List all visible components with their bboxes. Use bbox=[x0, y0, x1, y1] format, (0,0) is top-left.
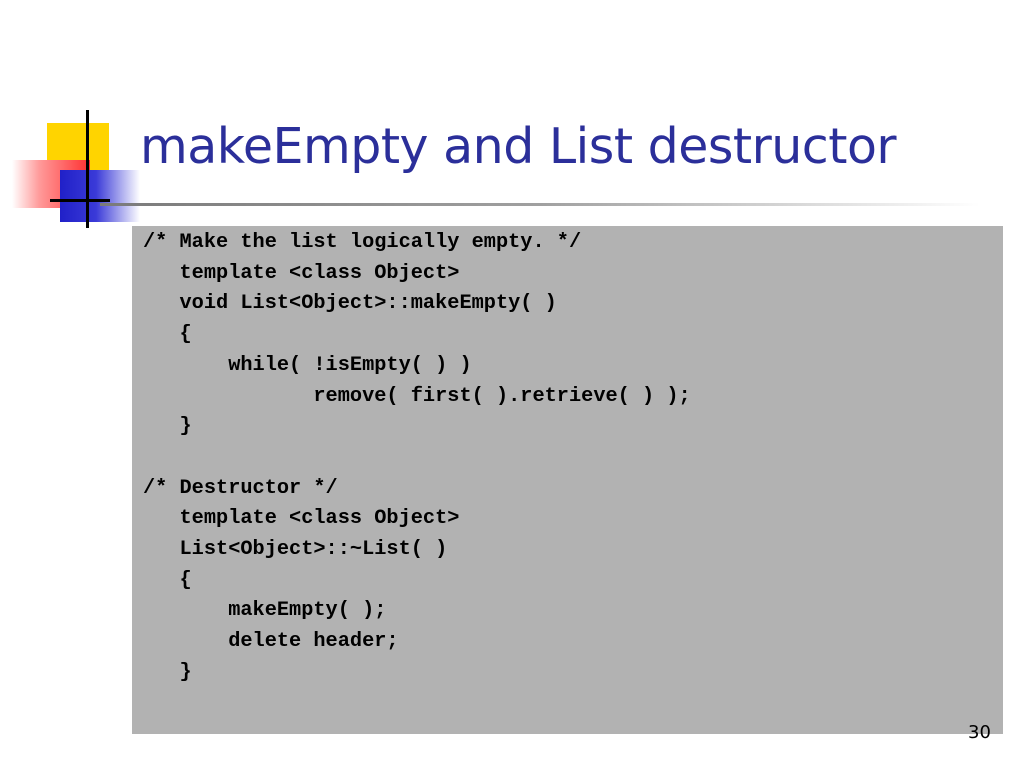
slide-title: makeEmpty and List destructor bbox=[140, 118, 897, 175]
horizontal-line-decoration bbox=[50, 199, 110, 202]
blue-square-decoration bbox=[60, 170, 140, 222]
code-block: /* Make the list logically empty. */ tem… bbox=[132, 226, 1003, 734]
vertical-line-decoration bbox=[86, 110, 89, 228]
title-divider bbox=[100, 203, 980, 206]
page-number: 30 bbox=[968, 722, 991, 743]
code-listing: /* Make the list logically empty. */ tem… bbox=[143, 231, 691, 684]
slide-logo-decoration bbox=[0, 0, 140, 240]
